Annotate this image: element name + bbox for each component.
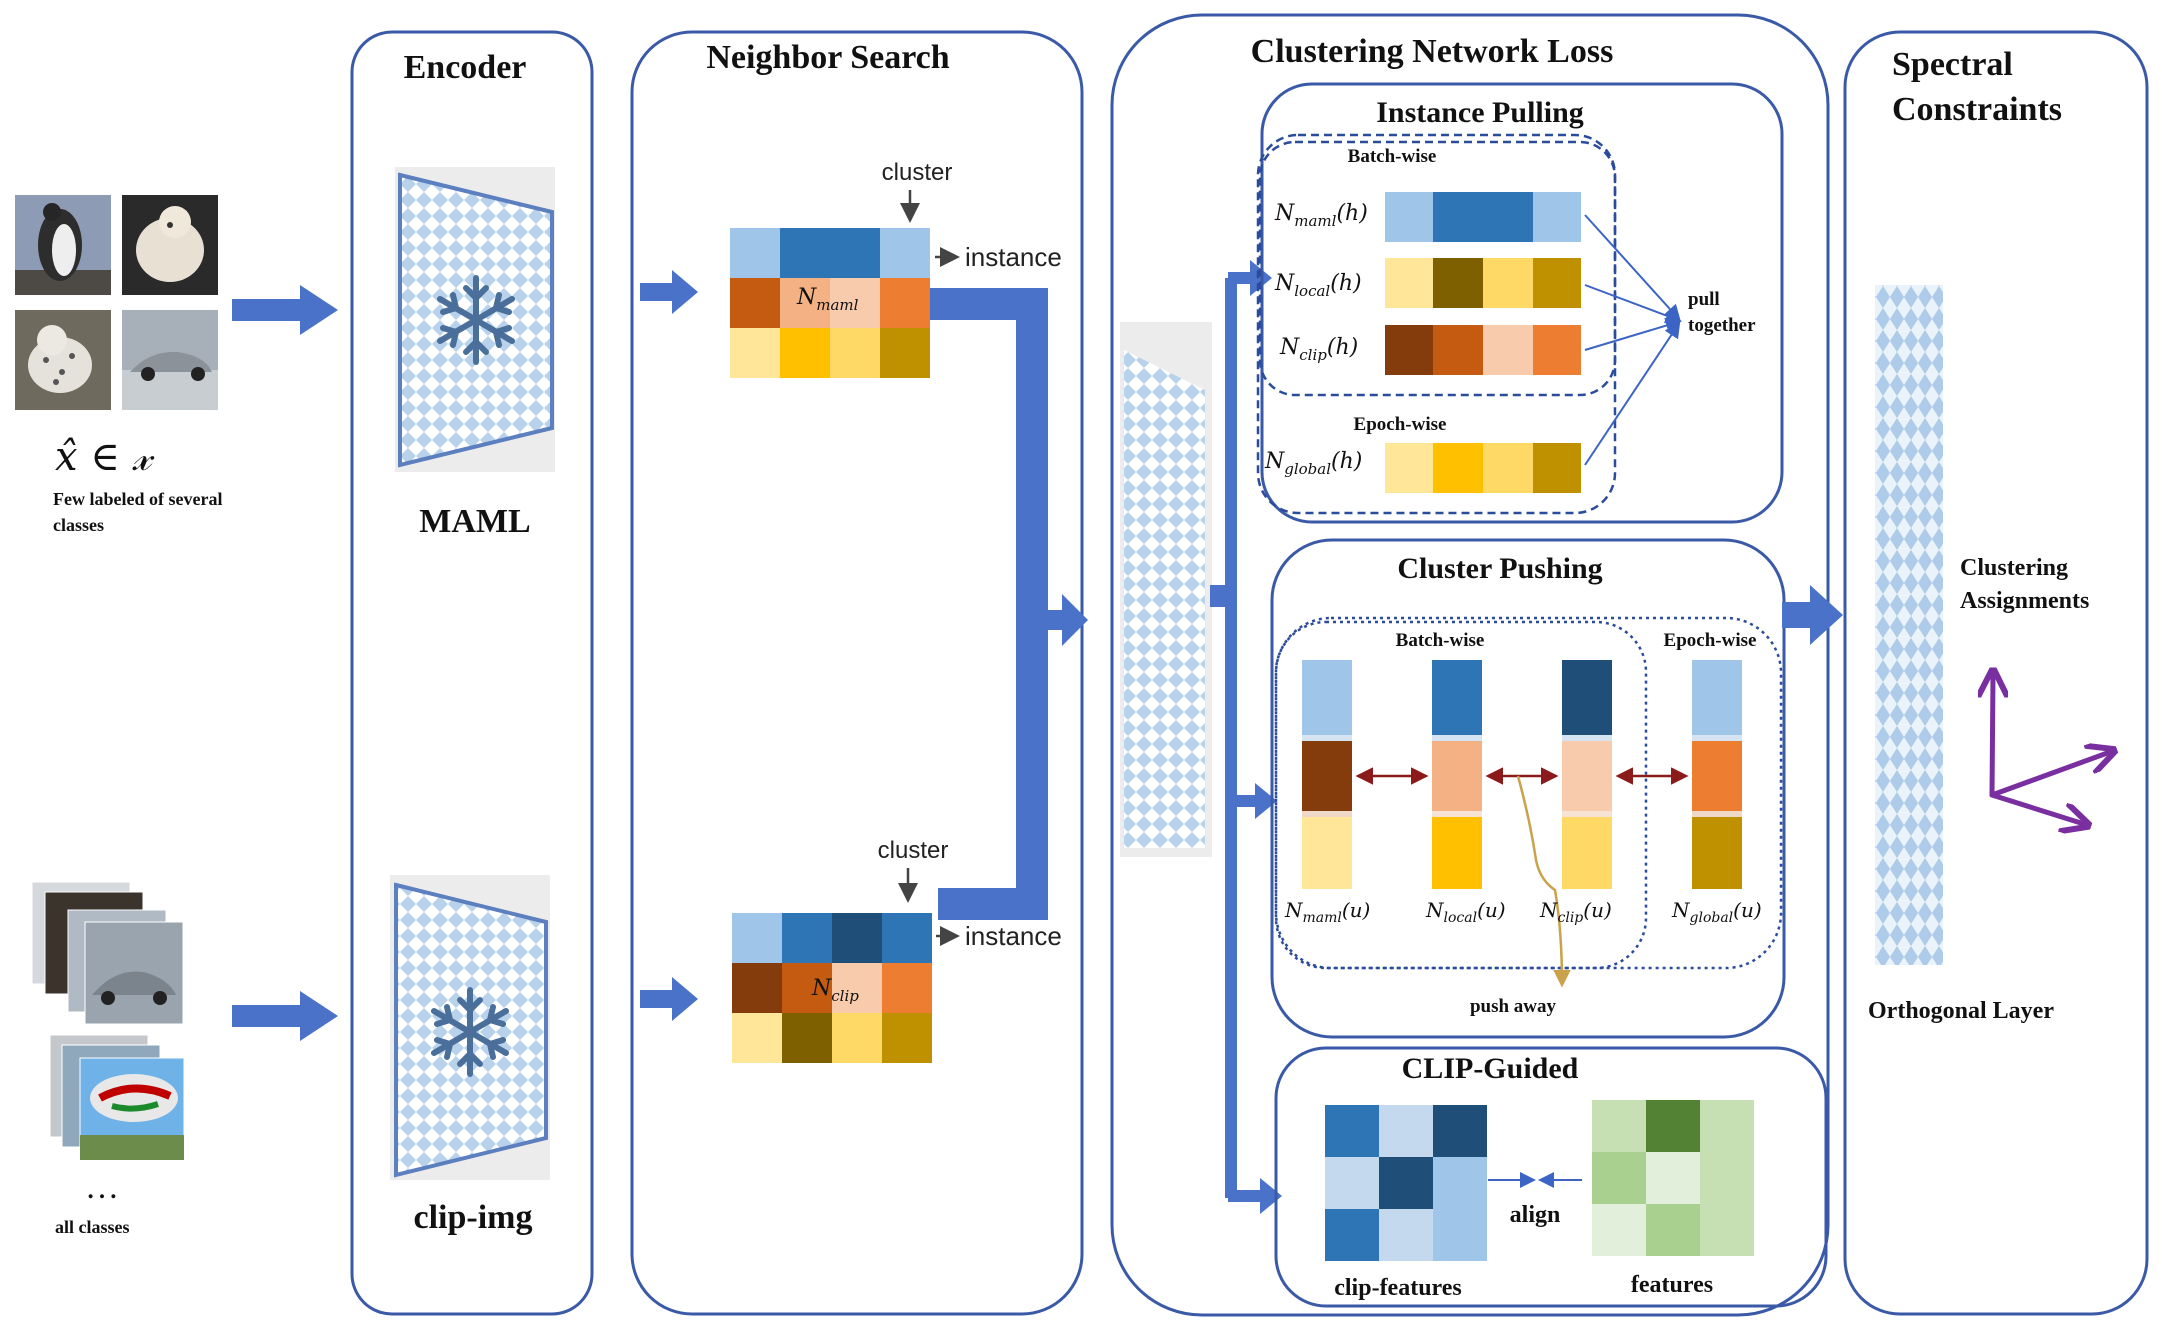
instance-epoch-wise-label: Epoch-wise [1354,414,1447,435]
push-batch-wise-label: Batch-wise [1396,630,1485,651]
spectral-title-2: Constraints [1892,91,2062,128]
instance-pulling-panel [1260,82,1784,524]
pull-together-label-2: together [1688,315,1756,336]
clustering-loss-panel [1110,13,1830,1317]
clip-encoder [390,875,550,1180]
push-away-label: push away [1470,996,1557,1017]
instance-label-local: Nlocal(h) [1274,271,1362,300]
cluster-pushing-title: Cluster Pushing [1397,552,1602,585]
cluster-pushing-panel [1270,538,1786,1039]
clip-img-label: clip-img [414,1199,533,1236]
orthogonal-layer-bar [1875,285,1943,965]
push-batch-inner-region [1274,620,1648,970]
instance-label-maml: Nmaml(h) [1274,201,1368,230]
few-labeled-images [15,195,218,410]
merge-connector [930,288,1088,920]
snowflake-icon [431,987,509,1077]
clip-guided-title: CLIP-Guided [1402,1052,1579,1085]
snow-leopard-image [15,310,111,410]
pull-together-arrows [1584,214,1682,466]
neighbor-search-panel [630,30,1084,1316]
instance-batch-wise-label: Batch-wise [1348,146,1437,167]
snowflake-icon [437,275,515,365]
instance-label-bottom: instance [965,921,1062,951]
instance-row-local [1385,258,1581,308]
neighbor-search-title: Neighbor Search [706,39,949,76]
cluster-label-top: cluster [882,159,953,186]
spectral-panel [1843,30,2149,1316]
arrow-right-icon [640,270,698,314]
pull-together-label-1: pull [1688,289,1720,310]
encoder-panel [350,30,594,1316]
instance-label-global: Nglobal(h) [1264,449,1362,478]
instance-batch-inner-region [1258,140,1617,397]
clip-guided-panel [1274,1046,1828,1308]
features-label: features [1631,1272,1713,1298]
instance-row-global [1385,443,1581,493]
push-epoch-wise-label: Epoch-wise [1664,630,1757,651]
clip-features-matrix [1325,1105,1487,1261]
axes-icon [1992,675,2110,824]
push-column-clip [1562,660,1612,889]
clip-neighbor-matrix [732,913,932,1063]
push-column-global [1692,660,1742,889]
clip-features-label: clip-features [1334,1275,1462,1301]
align-label: align [1510,1202,1561,1228]
few-labeled-caption-2: classes [53,515,104,535]
instance-label-clip: Nclip(h) [1279,335,1358,364]
maml-neighbor-matrix [730,228,930,378]
arrow-right-icon [640,977,698,1021]
shared-feature-block [1120,322,1212,857]
push-column-maml [1302,660,1352,889]
all-classes-images [31,881,185,1161]
input-math-label: x̂ ∈ 𝓍 [55,434,155,480]
dog-image [122,195,218,295]
push-label-local: Nlocal(u) [1425,898,1506,926]
push-label-maml: Nmaml(u) [1284,898,1370,926]
instance-row-clip [1385,325,1581,375]
maml-label: MAML [419,503,530,540]
maml-encoder [395,167,555,472]
features-matrix [1592,1100,1754,1256]
arrow-right-icon [232,991,338,1041]
clip-matrix-label: Nclip [811,976,859,1005]
arrow-right-icon [232,285,338,335]
push-label-global: Nglobal(u) [1671,898,1762,926]
spectral-title-1: Spectral [1892,46,2013,83]
arrow-right-icon [1782,585,1843,645]
car-image [122,310,218,410]
maml-matrix-label: Nmaml [796,285,859,314]
branch-connector [1210,260,1282,1214]
ellipsis: … [85,1169,119,1206]
instance-label-top: instance [965,242,1062,272]
push-away-arrow [1516,775,1571,988]
orthogonal-layer-label: Orthogonal Layer [1868,998,2054,1024]
push-column-local [1432,660,1482,889]
cluster-label-bottom: cluster [878,837,949,864]
instance-pulling-title: Instance Pulling [1376,96,1584,129]
instance-row-maml [1385,192,1581,242]
push-label-clip: Nclip(u) [1539,898,1612,926]
penguin-image [15,195,111,295]
all-classes-caption: all classes [55,1217,130,1237]
assignments-label-1: Clustering [1960,555,2068,581]
push-batch-region [1274,616,1783,970]
assignments-label-2: Assignments [1960,588,2089,614]
clustering-loss-title: Clustering Network Loss [1251,33,1614,70]
encoder-title: Encoder [404,49,527,86]
few-labeled-caption-1: Few labeled of several [53,489,222,509]
